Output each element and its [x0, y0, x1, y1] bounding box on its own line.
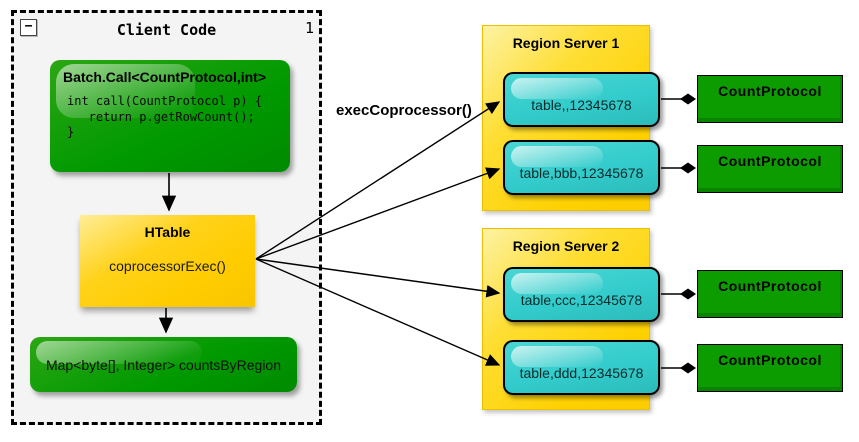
count-protocol-node-3: CountProtocol [697, 270, 843, 318]
link-region-a-to-protocol [661, 93, 696, 105]
code-line: int call(CountProtocol p) { [67, 94, 263, 108]
map-result-node: Map<byte[], Integer> countsByRegion [30, 337, 297, 392]
count-protocol-title: CountProtocol [718, 83, 822, 99]
code-line: } [67, 125, 75, 140]
map-result-label: Map<byte[], Integer> countsByRegion [45, 356, 282, 373]
collapse-button[interactable]: − [20, 19, 37, 36]
count-protocol-title: CountProtocol [718, 352, 822, 368]
region-server-2-title: Region Server 2 [512, 238, 620, 254]
htable-title: HTable [144, 224, 191, 240]
count-protocol-title: CountProtocol [718, 278, 822, 294]
batch-call-node: Batch.Call<CountProtocol,int> int call(C… [50, 60, 290, 172]
client-code-title: Client Code [116, 21, 217, 39]
region-node-table-ddd: table,ddd,12345678 [503, 340, 660, 395]
region-label: table,ddd,12345678 [519, 364, 644, 381]
region-node-table-bbb: table,bbb,12345678 [503, 140, 660, 195]
code-line: return p.getRowCount(); [67, 109, 255, 124]
region-label: table,bbb,12345678 [519, 164, 644, 181]
link-region-ccc-to-protocol [661, 288, 696, 300]
link-region-ddd-to-protocol [661, 362, 696, 374]
region-node-table-ccc: table,ccc,12345678 [503, 267, 660, 322]
frame-number: 1 [304, 19, 314, 37]
count-protocol-node-1: CountProtocol [697, 75, 843, 123]
region-label: table,ccc,12345678 [520, 291, 643, 308]
batch-call-code: int call(CountProtocol p) { return p.get… [50, 94, 290, 141]
count-protocol-node-4: CountProtocol [697, 344, 843, 392]
region-node-table-a: table,,12345678 [503, 72, 660, 127]
region-label: table,,12345678 [531, 96, 632, 113]
region-server-1-title: Region Server 1 [512, 35, 620, 51]
link-region-bbb-to-protocol [661, 162, 696, 174]
batch-call-title: Batch.Call<CountProtocol,int> [63, 69, 267, 85]
htable-node: HTable coprocessorExec() [80, 215, 255, 307]
exec-coprocessor-label: execCoprocessor() [336, 102, 472, 119]
count-protocol-node-2: CountProtocol [697, 145, 843, 193]
count-protocol-title: CountProtocol [718, 153, 822, 169]
htable-method: coprocessorExec() [109, 258, 226, 274]
